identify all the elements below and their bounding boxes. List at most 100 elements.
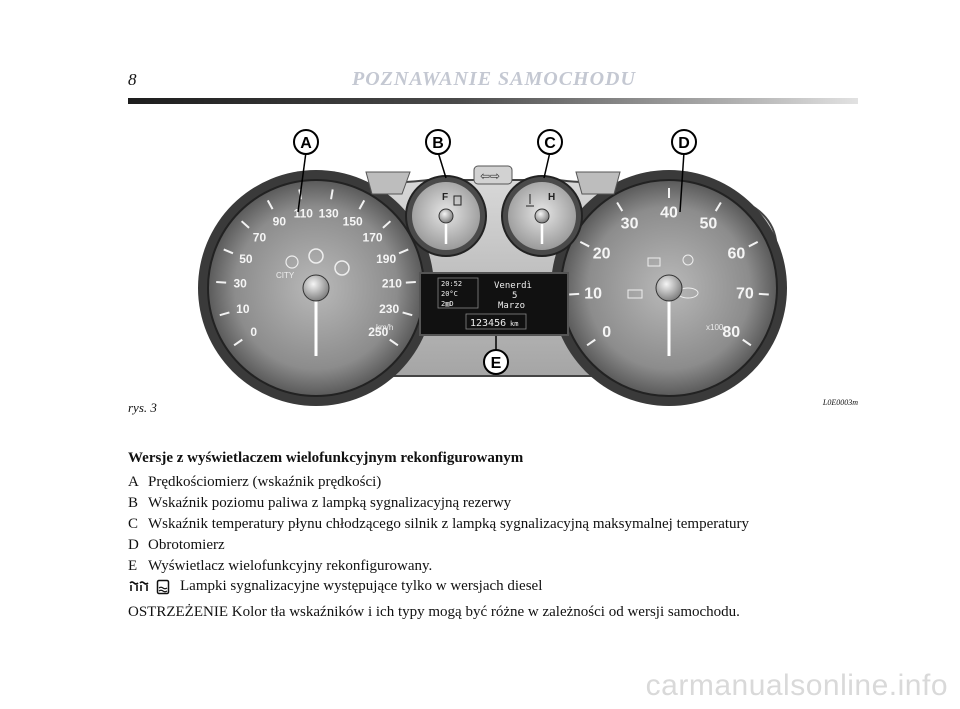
gauge-tick-label: 0 [602, 324, 611, 341]
gauge-tick-label: 190 [376, 252, 396, 266]
list-item: C Wskaźnik temperatury płynu chłodzącego … [128, 516, 749, 533]
warning-note: OSTRZEŻENIE Kolor tła wskaźników i ich t… [128, 604, 740, 620]
display-odometer: 123456 [470, 318, 506, 329]
gauge-tick-label: 130 [319, 206, 339, 220]
callout-a: A [293, 129, 319, 155]
figure-label: rys. 3 [128, 400, 157, 415]
gauge-tick-label: 80 [722, 324, 740, 341]
svg-text:A: A [300, 135, 312, 152]
tach-unit: x100 [706, 323, 724, 332]
speed-unit: km/h [376, 323, 393, 332]
display-odometer-unit: km [510, 320, 518, 328]
gauge-tick-label: 170 [363, 230, 383, 244]
display-month: Marzo [498, 301, 525, 311]
multifunction-display [419, 272, 569, 336]
gauge-tick-label: 40 [660, 205, 678, 222]
headlight-indicator-lamp [365, 171, 411, 195]
item-text: Prędkościomierz (wskaźnik prędkości) [148, 474, 382, 490]
gauge-tick [358, 199, 366, 210]
gauge-tick-label: 250 [368, 325, 388, 339]
list-item: D Obrotomierz [128, 537, 225, 554]
gauge-tick [330, 189, 334, 200]
gauge-tick-label: 150 [343, 215, 363, 229]
gauge-tick-label: 90 [273, 215, 287, 229]
page-header-title: POZNAWANIE SAMOCHODU [352, 68, 636, 90]
callout-d: D [671, 129, 697, 155]
figure-code: L0E0003m [822, 398, 858, 407]
item-letter: D [128, 537, 139, 553]
engine-light-icon [627, 289, 643, 299]
temp-hot-label: H [548, 192, 555, 203]
gauge-tick-label: 30 [621, 216, 639, 233]
gauge-tick [758, 292, 769, 296]
display-gear: 2▥D [441, 300, 454, 308]
display-time: 20:52 [441, 280, 462, 288]
gauge-tick [223, 248, 234, 255]
gauge-tick [402, 311, 413, 317]
gauge-tick-label: 10 [584, 286, 602, 303]
callout-c: C [537, 129, 563, 155]
svg-text:E: E [491, 355, 502, 372]
gauge-tick [219, 311, 230, 317]
gauge-tick [714, 201, 722, 212]
display-day: Venerdì [494, 281, 532, 291]
gauge-tick [742, 338, 752, 347]
gauge-tick [405, 280, 416, 284]
list-item: B Wskaźnik poziomu paliwa z lampką sygnal… [128, 495, 511, 512]
gauge-tick-label: 50 [700, 216, 718, 233]
item-letter: C [128, 516, 139, 532]
gauge-tick-label: 70 [736, 286, 754, 303]
gauge-tick-label: 0 [250, 325, 257, 339]
gauge-tick [240, 220, 250, 229]
gauge-tick [233, 338, 243, 347]
svg-text:⇦⇨: ⇦⇨ [480, 169, 500, 183]
glow-plug-icon [129, 580, 149, 591]
gauge-tick-label: 110 [294, 206, 314, 220]
battery-light-icon [647, 257, 661, 267]
gauge-tick [569, 292, 580, 296]
cruise-light-icon [285, 255, 299, 269]
footer-watermark: carmanualsonline.info [645, 669, 948, 702]
display-temp: 20°C [441, 290, 458, 298]
brake-light-icon [334, 260, 350, 276]
diesel-note-text: Lampki sygnalizacyjne występujące tylko … [180, 578, 543, 594]
gauge-tick-label: 50 [239, 252, 253, 266]
svg-text:C: C [544, 135, 556, 152]
gauge-tick [579, 240, 590, 248]
item-letter: B [128, 495, 139, 511]
callout-b: B [425, 129, 451, 155]
item-text: Wskaźnik poziomu paliwa z lampką sygnali… [148, 495, 512, 511]
header-rule [128, 98, 858, 104]
svg-text:B: B [432, 135, 444, 152]
callout-e: E [483, 349, 509, 375]
gauge-tick [389, 338, 399, 347]
svg-text:D: D [678, 135, 690, 152]
gauge-tick-label: 30 [233, 277, 247, 291]
gauge-tick [382, 220, 392, 229]
display-date: 5 [512, 291, 517, 301]
tachometer-hub [655, 274, 683, 302]
item-letter: E [128, 558, 138, 574]
section-title: Wersje z wyświetlaczem wielofunkcyjnym r… [128, 450, 524, 466]
turn-signal-indicator-icon [473, 165, 513, 185]
gauge-tick [586, 338, 596, 347]
gauge-tick [616, 201, 624, 212]
gauge-tick [216, 280, 227, 284]
gauge-tick-label: 10 [236, 302, 250, 316]
item-text: Obrotomierz [148, 537, 225, 553]
item-text: Wyświetlacz wielofunkcyjny rekonfigurowa… [148, 558, 433, 574]
gauge-tick-label: 20 [593, 246, 611, 263]
gauge-tick-label: 210 [382, 277, 402, 291]
gauge-tick [398, 248, 409, 255]
seatbelt-light-icon [682, 254, 694, 266]
city-label: CITY [276, 271, 295, 280]
fuel-full-label: F [442, 192, 448, 203]
gauge-tick [748, 240, 759, 248]
item-text: Wskaźnik temperatury płynu chłodzącego s… [148, 516, 750, 532]
gauge-tick [266, 199, 274, 210]
